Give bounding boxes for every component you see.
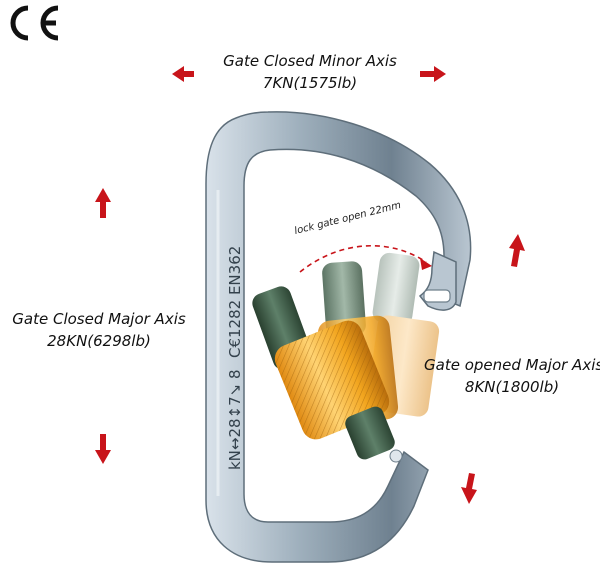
- opened-axis-arrow-up: [509, 234, 525, 267]
- engraving-group: kN↔28↕7↘ 8 C€1282 EN362: [226, 246, 244, 470]
- major-axis-arrow-up: [95, 188, 111, 218]
- engraving-text-secondary: C€1282 EN362: [226, 246, 244, 358]
- carabiner-body: [205, 111, 472, 563]
- minor-axis-title: Gate Closed Minor Axis: [223, 52, 397, 70]
- gate-swing-arc: [299, 244, 427, 273]
- major-axis-label: Gate Closed Major Axis 28KN(6298lb): [4, 308, 194, 352]
- gate-swing-arrowhead: [420, 258, 432, 270]
- minor-axis-label: Gate Closed Minor Axis 7KN(1575lb): [200, 50, 420, 94]
- major-axis-title: Gate Closed Major Axis: [12, 310, 186, 328]
- minor-axis-value: 7KN(1575lb): [262, 74, 358, 92]
- minor-axis-arrow-left: [172, 66, 194, 82]
- major-axis-arrow-down: [95, 434, 111, 464]
- engraving-text-primary: kN↔28↕7↘ 8: [226, 369, 244, 470]
- opened-axis-title: Gate opened Major Axis: [424, 356, 600, 374]
- ce-logo: [10, 5, 59, 41]
- gate-closed: [252, 286, 403, 463]
- opened-axis-label: Gate opened Major Axis 8KN(1800lb): [424, 354, 600, 398]
- major-axis-value: 28KN(6298lb): [47, 332, 151, 350]
- opened-axis-value: 8KN(1800lb): [464, 378, 560, 396]
- minor-axis-arrow-right: [420, 66, 446, 82]
- opened-axis-arrow-down: [461, 473, 477, 504]
